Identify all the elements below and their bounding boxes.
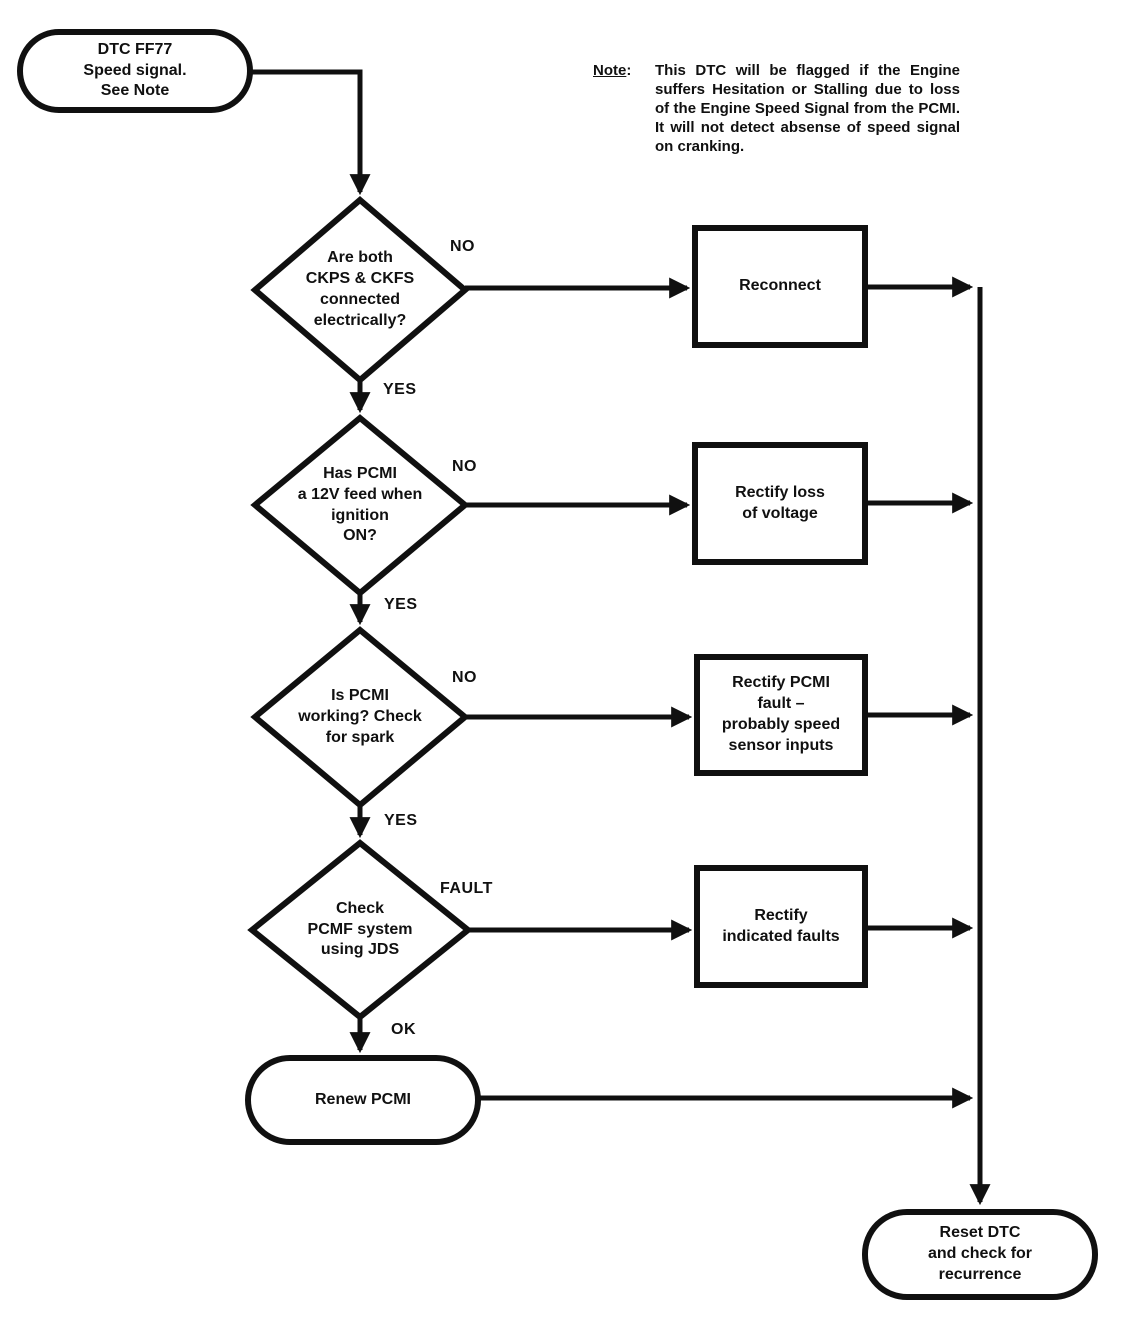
action2-label: Rectify loss of voltage <box>735 483 825 522</box>
note-heading: Note: <box>593 61 631 80</box>
note-text: This DTC will be flagged if the Engine s… <box>655 62 960 155</box>
action2-shape <box>692 442 868 565</box>
edge-label-yes-1: YES <box>383 381 417 398</box>
start-node-shape <box>17 29 253 113</box>
decision2-label: Has PCMI a 12V feed when ignition ON? <box>297 464 423 545</box>
decision3-label: Is PCMI working? Check for spark <box>298 687 422 746</box>
edge-label-ok: OK <box>391 1021 416 1038</box>
reset-node-label: Reset DTC and check for recurrence <box>927 1224 1033 1283</box>
decision4-label: Check PCMF system using JDS <box>307 899 413 959</box>
edge-label-yes-2: YES <box>384 596 418 613</box>
note-heading-colon: : <box>626 62 632 79</box>
reset-node-shape <box>862 1209 1098 1300</box>
edge-label-no-2: NO <box>452 458 477 475</box>
start-node-label: DTC FF77 Speed signal. See Note <box>83 40 187 100</box>
edge-label-fault: FAULT <box>440 880 493 897</box>
edge-label-no-3: NO <box>452 669 477 686</box>
action3-label: Rectify PCMI fault – probably speed sens… <box>721 674 841 754</box>
note-heading-word: Note <box>593 62 627 79</box>
edge-label-yes-3: YES <box>384 812 418 829</box>
edge-start-to-decision1 <box>252 69 371 196</box>
action1-label: Reconnect <box>739 277 821 295</box>
edge-label-no-1: NO <box>450 238 475 255</box>
decision1-label: Are both CKPS & CKFS connected electrica… <box>305 249 415 329</box>
action1-shape <box>692 225 868 348</box>
renew-node-label: Renew PCMI <box>314 1090 411 1108</box>
action4-label: Rectify indicated faults <box>722 906 840 945</box>
